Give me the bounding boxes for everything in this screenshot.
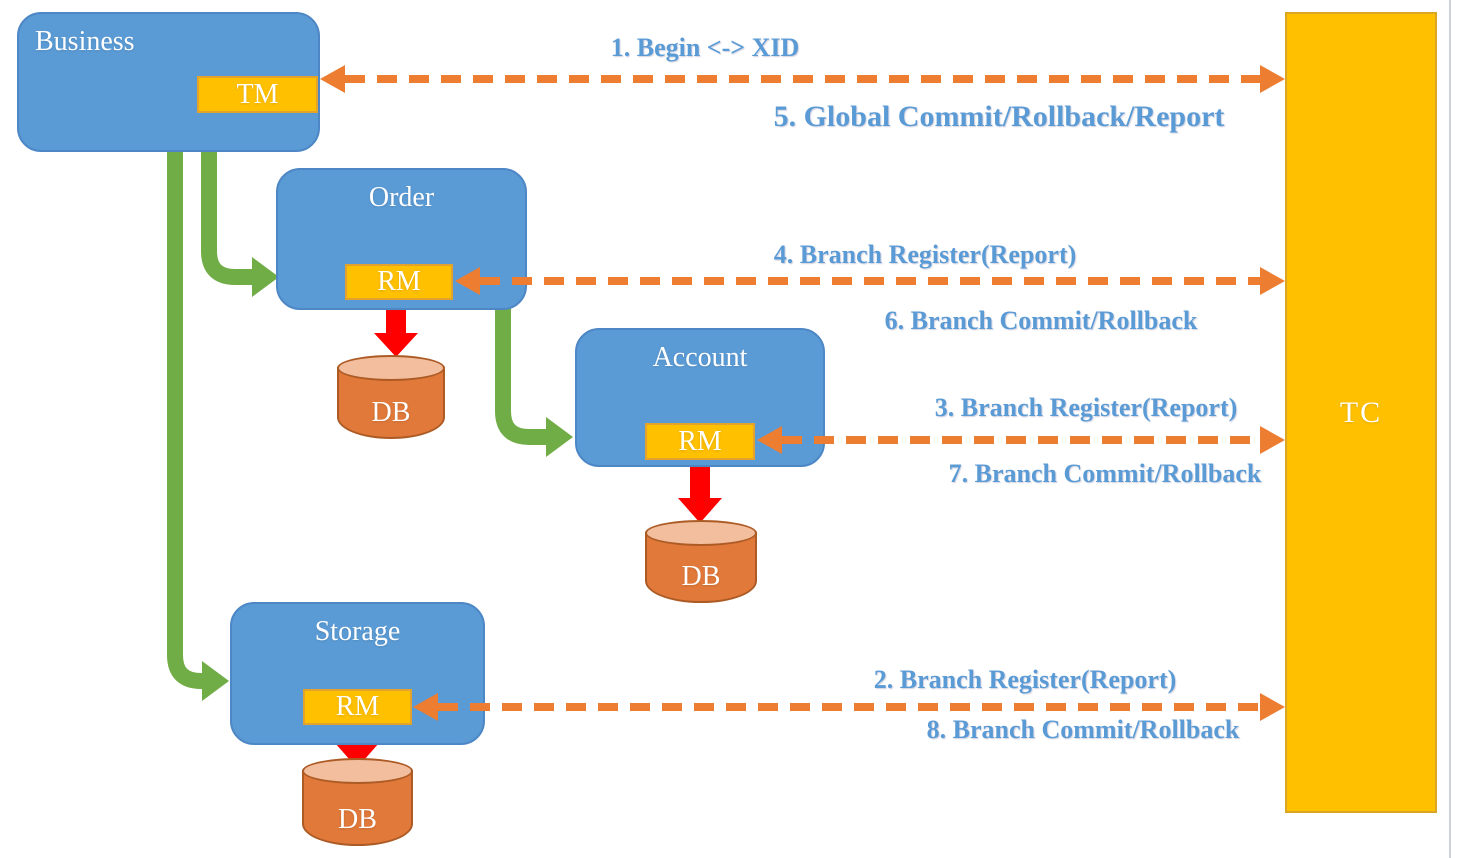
db-label-storage: DB [338,804,377,835]
dashed-line [438,703,1260,711]
tm-label: TM [236,78,279,110]
business-service-label: Business [35,26,135,57]
db-cylinder-top [302,758,413,784]
call-arrow-order-to-account [495,308,573,457]
rm-box-storage: RM [303,689,412,725]
dashed-arrow-storage-rm-tc [413,693,1285,721]
arrowhead-left-icon [413,693,438,721]
dashed-line [345,75,1260,83]
db-cylinder-top [337,355,445,381]
db-cylinder-storage: DB [302,758,413,846]
rm-box-account: RM [645,423,755,460]
dashed-arrow-account-rm-tc [757,426,1285,454]
rm-box-order: RM [345,264,453,300]
message-branch-register-4: 4. Branch Register(Report) [773,240,1077,269]
message-branch-commit-8: 8. Branch Commit/Rollback [926,715,1240,744]
order-service-label: Order [368,182,435,213]
arrowhead-right-icon [1260,65,1285,93]
arrowhead-left-icon [455,267,480,295]
dashed-arrow-order-rm-tc [455,267,1285,295]
db-cylinder-account: DB [645,520,757,603]
dashed-line [782,436,1260,444]
storage-service-label: Storage [314,616,401,647]
arrowhead-right-icon [1260,426,1285,454]
account-service-label: Account [652,342,748,373]
rm-label-account: RM [678,425,722,457]
tc-coordinator-box: TC [1285,12,1437,813]
message-branch-commit-7: 7. Branch Commit/Rollback [948,459,1262,488]
arrowhead-left-icon [320,65,345,93]
db-cylinder-top [645,520,757,546]
db-label-account: DB [681,561,721,592]
message-global-commit: 5. Global Commit/Rollback/Report [773,100,1225,133]
rm-label-storage: RM [335,691,380,722]
db-label-order: DB [371,397,411,428]
right-edge-line [1449,0,1451,858]
rm-label-order: RM [377,266,421,297]
tm-box: TM [197,76,318,113]
call-arrow-business-to-order [201,150,279,297]
message-begin-xid: 1. Begin <-> XID [610,33,800,62]
message-branch-register-3: 3. Branch Register(Report) [934,393,1238,422]
message-branch-commit-6: 6. Branch Commit/Rollback [884,306,1198,335]
db-arrow-account [678,459,722,523]
tc-label: TC [1339,395,1383,429]
message-branch-register-2: 2. Branch Register(Report) [873,665,1177,694]
dashed-line [480,277,1260,285]
arrowhead-right-icon [1260,267,1285,295]
call-arrow-business-to-storage [167,150,229,701]
arrowhead-right-icon [1260,693,1285,721]
db-cylinder-body [337,367,445,439]
arrowhead-left-icon [757,426,782,454]
db-cylinder-order: DB [337,355,445,439]
dashed-arrow-tm-tc [320,65,1285,93]
